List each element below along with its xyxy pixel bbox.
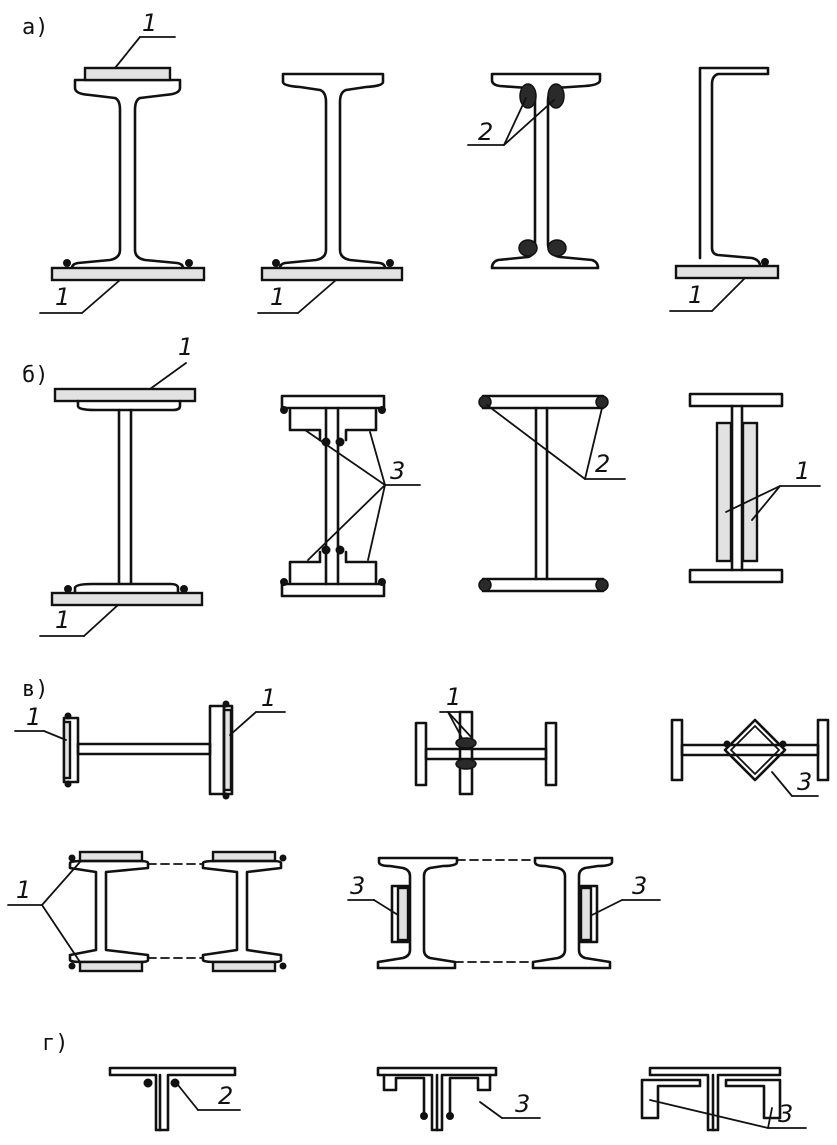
section-v-figure-3: 3 bbox=[670, 718, 830, 797]
reinforcement-plate bbox=[715, 421, 733, 563]
weld-seam bbox=[446, 1112, 454, 1120]
section-v-figure-1: 1 1 bbox=[14, 684, 286, 800]
weld-seam bbox=[68, 854, 76, 862]
callout-number: 1 bbox=[688, 281, 703, 309]
weld-seam bbox=[761, 258, 769, 266]
callout-number: 1 bbox=[55, 606, 70, 634]
section-b-figure-4: 1 bbox=[688, 392, 821, 584]
section-a-figure-1: 1 1 bbox=[39, 9, 206, 314]
callout-number: 3 bbox=[515, 1090, 530, 1118]
weld-seam bbox=[222, 792, 230, 800]
weld-seam bbox=[222, 700, 230, 708]
weld-seam bbox=[386, 259, 394, 267]
weld-seam bbox=[280, 578, 288, 586]
reinforcement-plate bbox=[674, 264, 780, 280]
callout-number: 2 bbox=[595, 450, 610, 478]
weld-seam bbox=[64, 585, 72, 593]
reinforcement-plate bbox=[211, 850, 277, 863]
callout-number: 1 bbox=[795, 457, 810, 485]
weld-seam bbox=[455, 737, 477, 749]
weld-seam bbox=[335, 545, 345, 555]
callout-number: 1 bbox=[178, 333, 193, 361]
callout-number: 1 bbox=[142, 9, 157, 37]
section-label-b: б) bbox=[22, 363, 49, 388]
weld-seam bbox=[143, 1078, 153, 1088]
callout-number: 1 bbox=[55, 283, 70, 311]
weld-seam bbox=[335, 437, 345, 447]
callout-number: 1 bbox=[446, 683, 461, 711]
section-label-v: в) bbox=[22, 677, 49, 702]
weld-seam bbox=[279, 962, 287, 970]
callout-number: 1 bbox=[261, 684, 276, 712]
reinforcement-plate bbox=[50, 591, 204, 607]
section-b-figure-1: 1 1 bbox=[39, 333, 204, 637]
weld-seam bbox=[595, 578, 609, 592]
weld-seam bbox=[455, 758, 477, 770]
weld-seam bbox=[64, 780, 72, 788]
weld-seam bbox=[723, 740, 731, 748]
section-label-a: а) bbox=[22, 15, 49, 40]
weld-seam bbox=[547, 239, 567, 257]
section-v-figure-2: 1 bbox=[414, 683, 558, 796]
section-a-figure-2: 1 bbox=[257, 72, 404, 314]
reinforcement-plate bbox=[50, 266, 206, 282]
weld-seam bbox=[180, 585, 188, 593]
reinforcement-plate bbox=[53, 387, 197, 403]
weld-seam bbox=[779, 740, 787, 748]
callout-number: 2 bbox=[218, 1082, 233, 1110]
weld-seam bbox=[378, 578, 386, 586]
callout-number: 1 bbox=[16, 876, 31, 904]
weld-seam bbox=[185, 259, 193, 267]
reinforcement-plate bbox=[83, 66, 172, 82]
weld-seam bbox=[280, 406, 288, 414]
section-v-figure-4: 1 bbox=[7, 850, 287, 973]
weld-seam bbox=[321, 545, 331, 555]
callout-number: 3 bbox=[632, 872, 647, 900]
weld-seam bbox=[478, 578, 492, 592]
callout-number: 3 bbox=[778, 1100, 793, 1128]
weld-seam bbox=[518, 239, 538, 257]
section-g-figure-1: 2 bbox=[108, 1066, 241, 1132]
weld-seam bbox=[170, 1078, 180, 1088]
reinforcement-plate bbox=[211, 960, 277, 973]
reinforcement-plate bbox=[78, 960, 144, 973]
weld-seam bbox=[68, 962, 76, 970]
reinforcement-plate bbox=[78, 850, 144, 863]
callout-number: 1 bbox=[26, 703, 41, 731]
reinforcement-plate bbox=[741, 421, 759, 563]
section-a-figure-3: 2 bbox=[467, 72, 602, 270]
weld-seam bbox=[64, 712, 72, 720]
callout-number: 2 bbox=[478, 118, 493, 146]
weld-seam bbox=[420, 1112, 428, 1120]
callout-number: 3 bbox=[350, 872, 365, 900]
reinforcement-plate bbox=[260, 266, 404, 282]
weld-seam bbox=[272, 259, 280, 267]
weld-seam bbox=[378, 406, 386, 414]
callout-number: 1 bbox=[270, 283, 285, 311]
section-v-figure-5: 3 3 bbox=[347, 856, 661, 970]
section-g-figure-2: 3 bbox=[376, 1066, 541, 1132]
section-b-figure-3: 2 bbox=[478, 394, 626, 593]
section-g-figure-3: 3 bbox=[640, 1066, 807, 1132]
callout-number: 3 bbox=[390, 457, 405, 485]
section-a-figure-4: 1 bbox=[669, 66, 780, 312]
weld-seam bbox=[595, 395, 609, 409]
weld-seam bbox=[63, 259, 71, 267]
callout-number: 3 bbox=[797, 768, 812, 796]
section-label-g: г) bbox=[42, 1031, 69, 1056]
section-b-figure-2: 3 bbox=[280, 394, 421, 598]
weld-seam bbox=[279, 854, 287, 862]
